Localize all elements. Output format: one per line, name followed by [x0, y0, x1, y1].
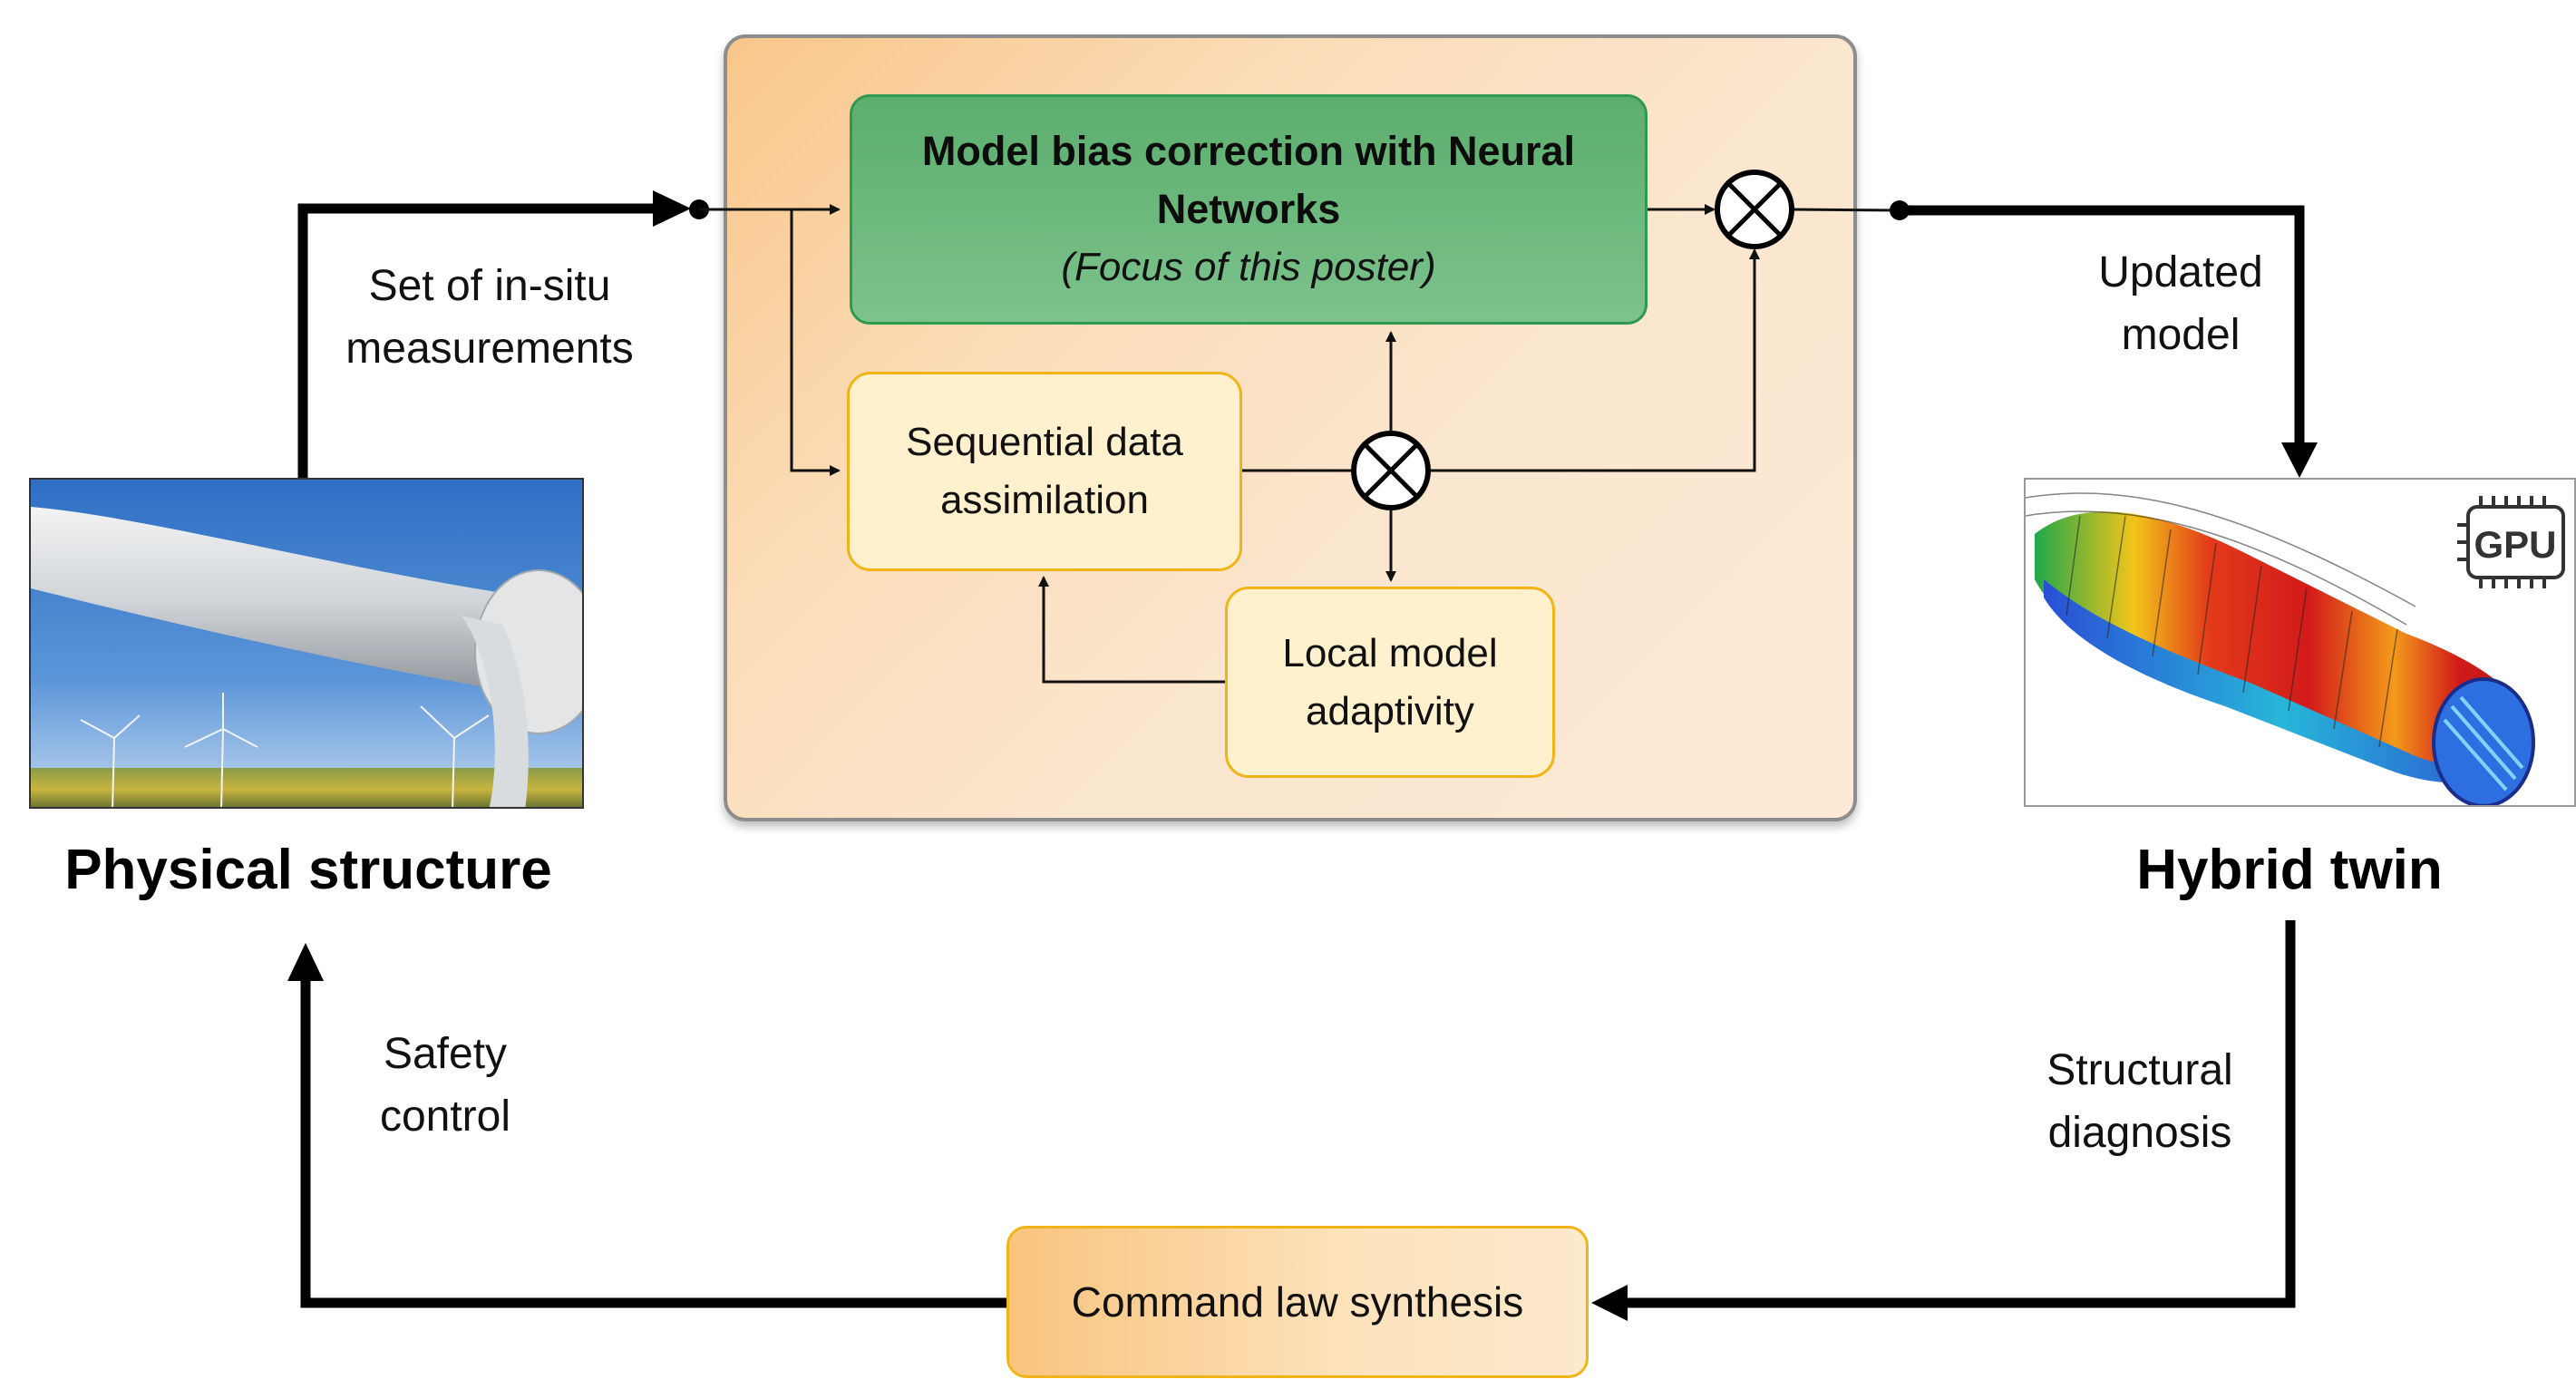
safety-control-line: [300, 979, 1006, 1308]
mult-to-top-mult-line: [1428, 248, 1760, 472]
hybrid-twin-render: GPU: [2024, 478, 2576, 807]
output-thin-line: [1792, 208, 1900, 212]
nn-subtitle: (Focus of this poster): [1061, 245, 1436, 289]
measurements-label-line1: Set of in-situ: [368, 262, 611, 310]
measurements-label: Set of in-situ measurements: [308, 255, 671, 380]
updated-model-arrowhead: [2281, 442, 2318, 478]
command-label: Command law synthesis: [1071, 1278, 1524, 1326]
updated-label-line2: model: [2121, 311, 2241, 359]
gpu-icon: GPU: [2457, 496, 2565, 588]
nn-title-line2: Networks: [1156, 186, 1341, 232]
wind-turbine-illustration: [31, 480, 582, 807]
nn-bias-correction-box: Model bias correction with Neural Networ…: [850, 94, 1648, 325]
hybrid-twin-title: Hybrid twin: [2136, 839, 2443, 901]
seq-line2: assimilation: [940, 478, 1149, 522]
safety-control-arrowhead: [287, 943, 324, 981]
safety-control-label: Safety control: [323, 1023, 568, 1148]
physical-structure-title: Physical structure: [64, 839, 552, 901]
structural-diagnosis-arrowhead: [1591, 1285, 1628, 1321]
seq-line1: Sequential data: [906, 420, 1183, 464]
gpu-label: GPU: [2474, 523, 2556, 566]
measurements-arrowhead: [653, 190, 691, 227]
multiplier-top-icon: [1715, 170, 1794, 249]
local-line2: adaptivity: [1306, 688, 1474, 733]
sequential-data-assimilation-box: Sequential data assimilation: [847, 372, 1242, 571]
wind-turbine-photo: [29, 478, 584, 809]
structural-diagnosis-label: Structural diagnosis: [1995, 1039, 2285, 1164]
measurements-line: [297, 203, 653, 478]
input-line-to-seq: [790, 209, 841, 476]
updated-model-line: [1900, 205, 2305, 444]
measurements-label-line2: measurements: [345, 325, 634, 373]
local-line1: Local model: [1282, 630, 1498, 675]
local-model-adaptivity-box: Local model adaptivity: [1225, 587, 1555, 778]
structural-label-line1: Structural: [2046, 1046, 2233, 1094]
multiplier-middle-icon: [1351, 431, 1431, 510]
updated-model-label: Updated model: [2040, 241, 2321, 366]
safety-label-line1: Safety: [383, 1030, 508, 1078]
command-law-synthesis-box: Command law synthesis: [1006, 1226, 1589, 1378]
blade-simulation-illustration: GPU: [2026, 480, 2574, 805]
nn-title-line1: Model bias correction with Neural: [921, 128, 1576, 174]
structural-diagnosis-line: [1628, 920, 2296, 1308]
structural-label-line2: diagnosis: [2047, 1109, 2232, 1157]
updated-label-line1: Updated: [2098, 248, 2263, 296]
local-to-seq-line: [1038, 576, 1225, 684]
safety-label-line2: control: [379, 1093, 511, 1141]
